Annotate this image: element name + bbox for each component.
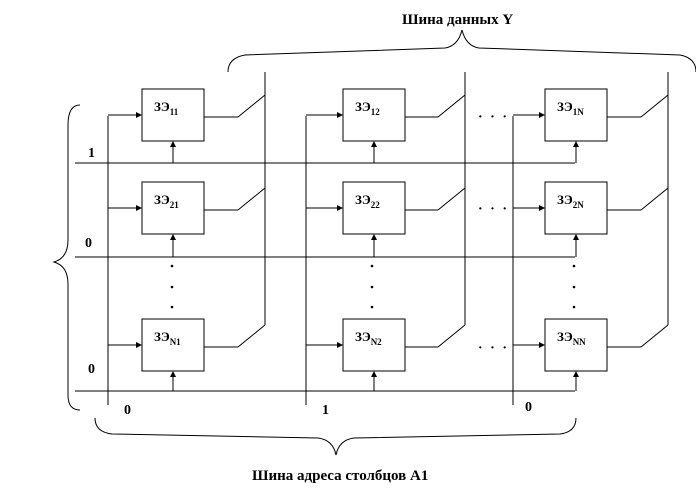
arrow-head <box>136 342 142 348</box>
arrow-head <box>170 141 176 147</box>
row-bus-brace <box>52 104 81 411</box>
arrow-head <box>136 205 142 211</box>
cell-n2-switch <box>437 324 466 348</box>
data-bus-brace <box>227 29 696 73</box>
cell-21-switch <box>237 187 266 211</box>
cell-n1-switch <box>237 324 266 348</box>
cell-12-box <box>342 88 406 142</box>
address-bus-label: Шина адреса столбцов A1 <box>252 468 428 484</box>
address-bus-brace <box>94 417 577 456</box>
arrow-head <box>371 234 377 240</box>
cell-11-switch <box>237 94 266 118</box>
cell-1n-subscript: 1N <box>573 107 585 117</box>
cell-1n-box <box>544 88 608 142</box>
data-bus-label: Шина данных Y <box>402 12 513 28</box>
arrow-head <box>337 342 343 348</box>
row-bit-2: 0 <box>85 236 92 251</box>
cell-n2-subscript: N2 <box>371 337 382 347</box>
arrow-head <box>539 342 545 348</box>
cell-21-subscript: 21 <box>170 200 180 210</box>
arrow-head <box>136 112 142 118</box>
arrow-head <box>573 141 579 147</box>
cell-22-subscript: 22 <box>371 200 381 210</box>
cell-11-box <box>141 88 205 142</box>
cell-12-subscript: 12 <box>371 107 381 117</box>
row-ellipsis-1: · · · <box>478 110 509 125</box>
cell-n2-box <box>342 318 406 372</box>
cell-2n-switch <box>640 187 669 211</box>
cell-11-subscript: 11 <box>170 107 179 117</box>
row-ellipsis-3: · · · <box>478 341 509 356</box>
arrow-head <box>337 112 343 118</box>
arrow-head <box>170 234 176 240</box>
row-bit-1: 1 <box>88 146 95 161</box>
vertical-ellipsis-2 <box>370 264 374 309</box>
cell-22-switch <box>437 187 466 211</box>
vertical-ellipsis-3 <box>572 264 576 309</box>
arrow-head <box>573 371 579 377</box>
cell-12-switch <box>437 94 466 118</box>
cell-1n-switch <box>640 94 669 118</box>
arrow-head <box>371 141 377 147</box>
column-bit-1: 0 <box>124 403 131 418</box>
cell-22-box <box>342 181 406 235</box>
arrow-head <box>371 371 377 377</box>
column-bit-2: 1 <box>322 403 329 418</box>
cell-n1-box <box>141 318 205 372</box>
cell-2n-subscript: 2N <box>573 200 585 210</box>
cell-2n-box <box>544 181 608 235</box>
arrow-head <box>539 112 545 118</box>
cell-nn-box <box>544 318 608 372</box>
arrow-head <box>539 205 545 211</box>
vertical-ellipsis-1 <box>170 264 174 309</box>
row-ellipsis-2: · · · <box>478 202 509 217</box>
arrow-head <box>337 205 343 211</box>
arrow-head <box>170 371 176 377</box>
row-bit-3: 0 <box>88 362 95 377</box>
arrow-head <box>573 234 579 240</box>
cell-n1-subscript: N1 <box>170 337 181 347</box>
cell-nn-switch <box>640 324 669 348</box>
cell-21-box <box>141 181 205 235</box>
cell-nn-subscript: NN <box>573 337 586 347</box>
column-bit-3: 0 <box>525 400 532 415</box>
